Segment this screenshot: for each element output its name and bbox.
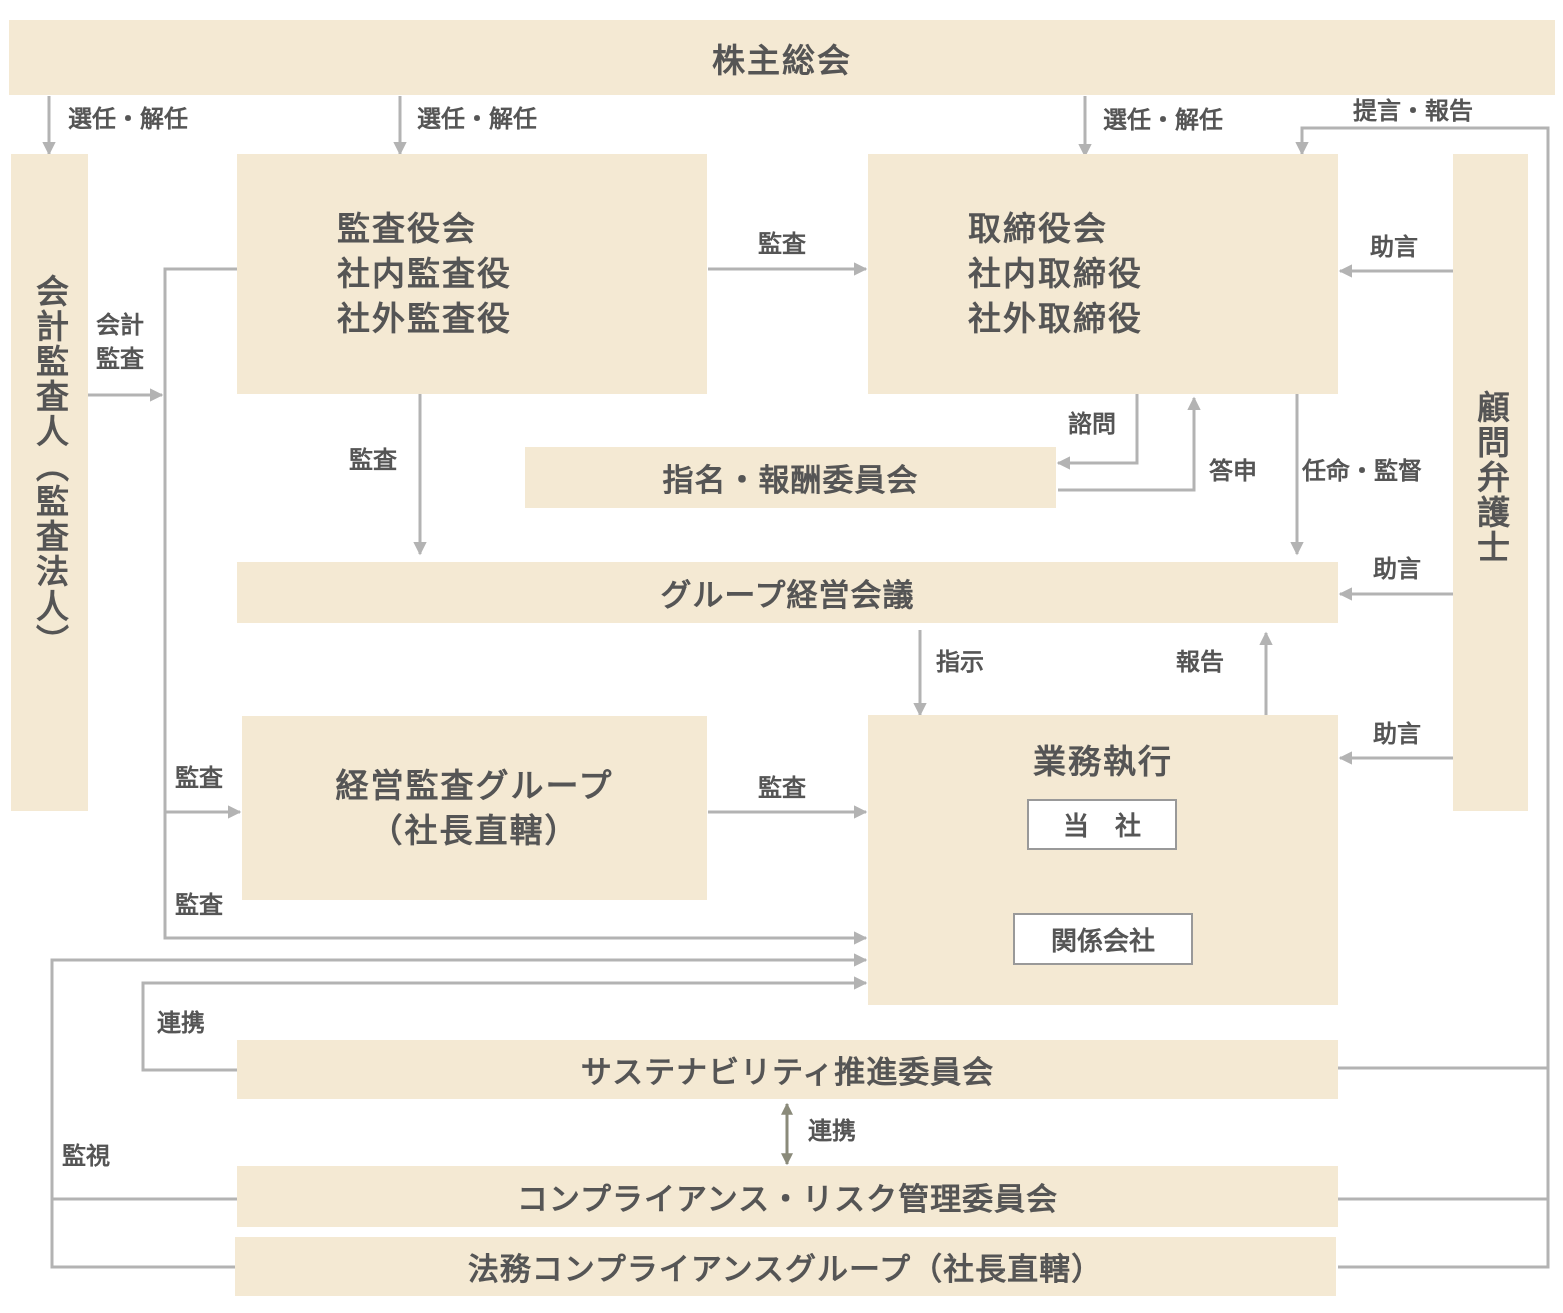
- label-advice-2: 助言: [1373, 555, 1421, 583]
- our-company-box: 当 社: [1027, 799, 1177, 850]
- label-audit-to-exec: 監査: [758, 774, 806, 802]
- accounting-auditor-label: 会計監査人（監査法人）: [30, 274, 70, 659]
- label-audit-down: 監査: [349, 446, 397, 474]
- business-execution-label: 業務執行: [1033, 742, 1173, 781]
- label-proposal-report: 提言・報告: [1353, 97, 1473, 125]
- label-audit-bottom: 監査: [175, 891, 223, 919]
- affiliates-box: 関係会社: [1013, 913, 1193, 965]
- compliance-risk-committee-box: コンプライアンス・リスク管理委員会: [237, 1166, 1338, 1227]
- board-of-auditors-box: 監査役会 社内監査役 社外監査役: [237, 154, 707, 394]
- sustainability-committee-box: サステナビリティ推進委員会: [237, 1040, 1338, 1099]
- nomination-committee-box: 指名・報酬委員会: [525, 447, 1056, 508]
- label-elect-2: 選任・解任: [417, 105, 537, 133]
- shareholders-label: 株主総会: [712, 40, 852, 80]
- line-consult: [1056, 394, 1139, 470]
- legal-compliance-group-box: 法務コンプライアンスグループ（社長直轄）: [235, 1237, 1336, 1296]
- affiliates-label: 関係会社: [1050, 926, 1155, 957]
- sustainability-committee-label: サステナビリティ推進委員会: [580, 1055, 995, 1091]
- line-proposal-report: [1295, 126, 1550, 1269]
- board-of-directors-box: 取締役会 社内取締役 社外取締役: [868, 154, 1338, 394]
- label-advice-1: 助言: [1370, 233, 1418, 261]
- label-advice-3: 助言: [1373, 720, 1421, 748]
- label-appoint-supervise: 任命・監督: [1302, 457, 1422, 485]
- label-elect-1: 選任・解任: [68, 105, 188, 133]
- board-of-directors-text: 取締役会 社内取締役 社外取締役: [968, 209, 1143, 338]
- label-consult: 諮問: [1068, 410, 1116, 438]
- line-monitoring: [50, 953, 868, 1269]
- board-of-auditors-text: 監査役会 社内監査役 社外監査役: [337, 209, 512, 338]
- group-management-meeting-box: グループ経営会議: [237, 562, 1338, 623]
- label-cooperation-2: 連携: [808, 1117, 856, 1145]
- legal-advisor-box: 顧問弁護士: [1453, 154, 1528, 811]
- management-audit-group-text: 経営監査グループ （社長直轄）: [335, 766, 614, 850]
- line-answer: [1058, 396, 1201, 492]
- compliance-risk-committee-label: コンプライアンス・リスク管理委員会: [516, 1182, 1059, 1218]
- label-elect-3: 選任・解任: [1103, 106, 1223, 134]
- label-instruction: 指示: [936, 648, 984, 676]
- label-accounting-audit: 会計 監査: [96, 311, 144, 373]
- label-monitoring: 監視: [62, 1142, 110, 1170]
- label-audit-to-group: 監査: [175, 764, 223, 792]
- line-audit-bus: [163, 267, 868, 945]
- legal-advisor-label: 顧問弁護士: [1471, 390, 1511, 565]
- line-cooperation: [141, 976, 868, 1072]
- label-audit-to-board: 監査: [758, 230, 806, 258]
- accounting-auditor-box: 会計監査人（監査法人）: [11, 154, 88, 811]
- label-report: 報告: [1176, 648, 1224, 676]
- nomination-committee-label: 指名・報酬委員会: [662, 463, 919, 499]
- our-company-label: 当 社: [1062, 812, 1141, 842]
- label-cooperation-1: 連携: [157, 1009, 205, 1037]
- legal-compliance-group-label: 法務コンプライアンスグループ（社長直轄）: [467, 1252, 1104, 1288]
- shareholders-box: 株主総会: [9, 20, 1555, 95]
- group-management-meeting-label: グループ経営会議: [660, 578, 915, 614]
- label-report-answer: 答申: [1209, 457, 1257, 485]
- management-audit-group-box: 経営監査グループ （社長直轄）: [242, 716, 707, 900]
